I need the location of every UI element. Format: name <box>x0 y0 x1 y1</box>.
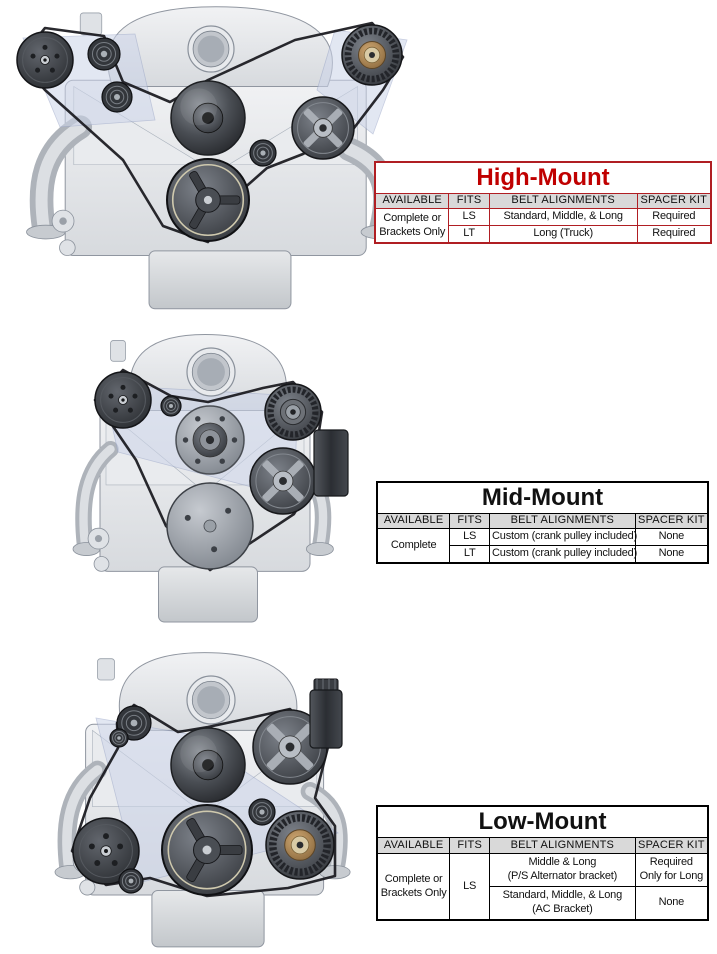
table-title: Low-Mount <box>376 805 709 838</box>
engine-illustration-mid-mount <box>58 330 358 628</box>
spacer-kit-cell: Required <box>636 208 712 226</box>
col-header-available: AVAILABLE <box>376 837 451 854</box>
throttle-body <box>186 347 236 397</box>
power-steering-pump <box>252 709 328 785</box>
belt-alignments-cell: Standard, Middle, & Long (AC Bracket) <box>489 886 636 921</box>
fits-cell: LS <box>449 853 491 921</box>
engine-illustration-low-mount <box>38 648 378 953</box>
available-cell: Complete <box>376 528 451 564</box>
fits-cell: LT <box>448 225 490 244</box>
belt-line-1: Middle & Long <box>528 856 597 869</box>
table-title: Mid-Mount <box>376 481 709 514</box>
low-mount-table: Low-Mount AVAILABLE FITS BELT ALIGNMENTS… <box>376 805 709 921</box>
tensioner-pulley <box>101 81 133 113</box>
col-header-fits: FITS <box>448 193 490 209</box>
alternator <box>341 24 403 86</box>
water-pump-pulley <box>170 727 246 803</box>
fits-cell: LT <box>449 545 491 564</box>
high-mount-table: High-Mount AVAILABLE FITS BELT ALIGNMENT… <box>374 161 712 244</box>
col-header-spacer-kit: SPACER KIT <box>634 837 709 854</box>
mid-mount-table: Mid-Mount AVAILABLE FITS BELT ALIGNMENTS… <box>376 481 709 564</box>
drive-belt <box>17 21 405 244</box>
belt-line-2: (P/S Alternator bracket) <box>507 870 618 882</box>
col-header-spacer-kit: SPACER KIT <box>636 193 712 209</box>
water-pump-pulley <box>175 405 245 475</box>
ac-compressor <box>94 371 152 429</box>
belt-line-1: Standard, Middle, & Long <box>502 889 623 902</box>
spacer-kit-cell: None <box>634 545 709 564</box>
power-steering-pump <box>291 96 355 160</box>
idler-pulley <box>87 37 121 71</box>
tensioner-pulley <box>248 798 276 826</box>
belt-line-2: (AC Bracket) <box>532 903 593 915</box>
tensioner-pulley-2 <box>118 868 144 894</box>
alternator <box>264 383 322 441</box>
col-header-spacer-kit: SPACER KIT <box>634 513 709 529</box>
idler-pulley <box>160 395 182 417</box>
available-cell: Complete or Brackets Only <box>376 853 451 921</box>
throttle-body <box>186 675 236 725</box>
spacer-kit-cell: Required <box>636 225 712 244</box>
col-header-available: AVAILABLE <box>374 193 450 209</box>
idler-pulley-2 <box>109 728 129 748</box>
ac-compressor <box>72 817 140 885</box>
belt-alignments-cell: Middle & Long (P/S Alternator bracket) <box>489 853 636 887</box>
ps-fluid-reservoir <box>313 429 349 497</box>
crank-pulley <box>166 158 250 242</box>
spacer-kit-cell: Required Only for Long <box>634 853 709 887</box>
ac-compressor <box>16 31 74 89</box>
col-header-available: AVAILABLE <box>376 513 451 529</box>
power-steering-pump <box>249 447 317 515</box>
fits-cell: LS <box>449 528 491 546</box>
available-cell: Complete or Brackets Only <box>374 208 450 244</box>
col-header-fits: FITS <box>449 837 491 854</box>
crank-pulley <box>166 482 254 570</box>
crank-pulley <box>161 804 253 896</box>
table-title: High-Mount <box>374 161 712 194</box>
fits-cell: LS <box>448 208 490 226</box>
belt-alignments-cell: Long (Truck) <box>488 225 638 244</box>
belt-alignments-cell: Standard, Middle, & Long <box>488 208 638 226</box>
belt-alignments-cell: Custom (crank pulley included) <box>489 528 637 546</box>
engine-illustration-high-mount <box>5 2 435 315</box>
col-header-belt-alignments: BELT ALIGNMENTS <box>489 837 636 854</box>
col-header-fits: FITS <box>449 513 491 529</box>
water-pump-pulley <box>170 80 246 156</box>
throttle-body <box>187 25 235 73</box>
idler-pulley-2 <box>249 139 277 167</box>
col-header-belt-alignments: BELT ALIGNMENTS <box>488 193 638 209</box>
ps-fluid-reservoir <box>309 678 343 749</box>
belt-alignments-cell: Custom (crank pulley included) <box>489 545 637 564</box>
spacer-kit-cell: None <box>634 528 709 546</box>
col-header-belt-alignments: BELT ALIGNMENTS <box>489 513 636 529</box>
spacer-kit-cell: None <box>634 886 709 921</box>
alternator <box>265 810 335 880</box>
